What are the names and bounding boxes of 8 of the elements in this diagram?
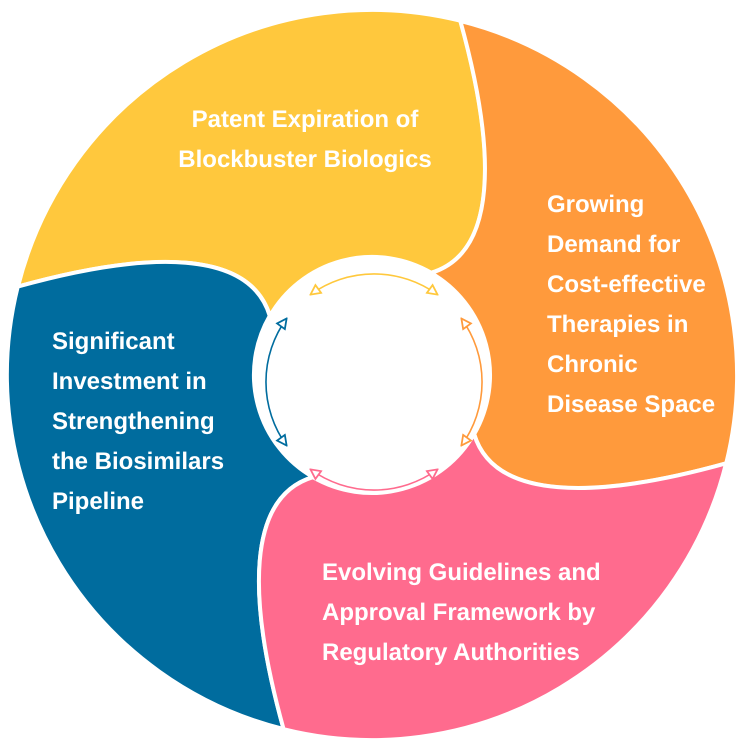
petal-label: Significant Investment in Strengthening the Biosimilars Pipeline	[52, 326, 226, 517]
cycle-arrow	[460, 318, 483, 446]
petal-label: Evolving Guidelines and Approval Framework by Regulatory Authorities	[322, 558, 602, 668]
cycle-arrow	[265, 318, 288, 446]
petal-label: Patent Expiration of Blockbuster Biologics	[177, 104, 433, 175]
cycle-arrow	[310, 273, 438, 296]
petal-label: Growing Demand for Cost-effective Therapies in Chronic Disease Space	[547, 190, 716, 420]
cycle-arrow	[310, 468, 438, 491]
